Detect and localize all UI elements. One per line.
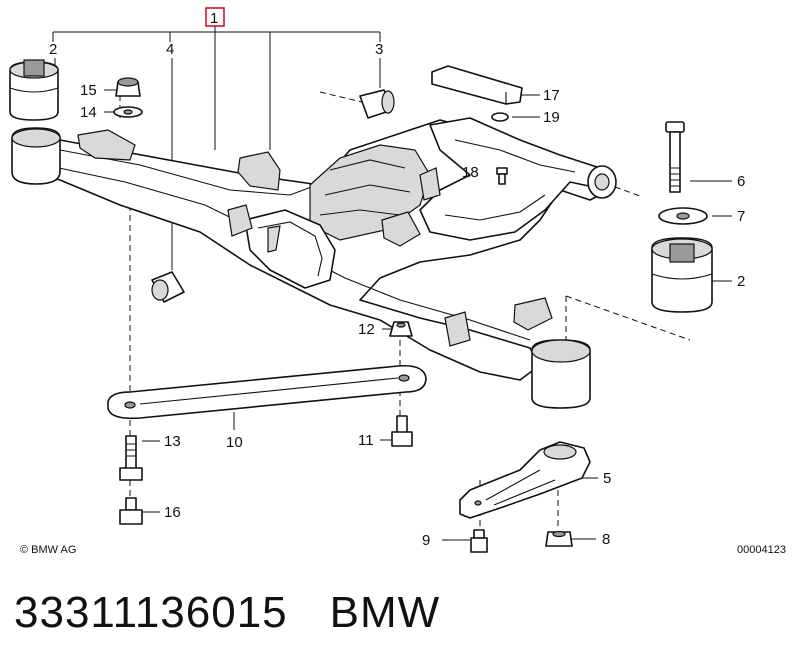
- callout-10: 10: [226, 434, 243, 451]
- callout-7: 7: [737, 208, 745, 225]
- nut-part-8: [545, 530, 573, 547]
- callout-14: 14: [80, 104, 97, 121]
- image-code: 00004123: [737, 544, 786, 556]
- callout-1: 1: [210, 10, 218, 27]
- callout-5: 5: [603, 470, 611, 487]
- bracket-part-5: [459, 441, 591, 519]
- callout-16: 16: [164, 504, 181, 521]
- washer-part-7: [658, 207, 708, 225]
- brand-name: BMW: [329, 588, 441, 637]
- callout-19: 19: [543, 109, 560, 126]
- callout-9: 9: [422, 532, 430, 549]
- rear-axle-carrier: [11, 117, 617, 409]
- washer-part-19: [491, 112, 509, 122]
- rubber-mount-right: [651, 237, 713, 313]
- bolt-part-18: [496, 167, 508, 185]
- callout-8: 8: [602, 531, 610, 548]
- callout-11: 11: [358, 432, 374, 449]
- bolt-part-13: [119, 435, 143, 481]
- callout-4: 4: [166, 41, 174, 58]
- callout-15: 15: [80, 82, 97, 99]
- nut-part-16: [119, 497, 143, 525]
- nut-part-12: [389, 321, 413, 337]
- callout-1-box: [205, 7, 225, 27]
- bolt-part-6: [665, 121, 685, 193]
- washer-part-14: [113, 106, 143, 118]
- bolt-part-11: [391, 415, 413, 447]
- leader-lines: [52, 26, 732, 541]
- callout-labels: 1 2 2 3 4 5 6 7 8 9 10 11 12 13 14 15 16…: [20, 7, 786, 556]
- callout-12: 12: [358, 321, 375, 338]
- bush-part-4: [151, 271, 185, 303]
- tension-strut-part-10: [107, 364, 427, 420]
- callout-2-right: 2: [737, 273, 745, 290]
- callout-17: 17: [543, 87, 560, 104]
- callout-18: 18: [462, 164, 479, 181]
- exploded-parts-diagram: 1 2 2 3 4 5 6 7 8 9 10 11 12 13 14 15 16…: [9, 7, 786, 556]
- copyright-text: © BMW AG: [20, 544, 76, 556]
- callout-2-left: 2: [49, 41, 57, 58]
- part-caption: 33311136015 BMW: [14, 588, 482, 638]
- nut-part-15: [115, 77, 141, 97]
- part-number: 33311136015: [14, 588, 288, 637]
- bush-part-3: [359, 89, 395, 119]
- callout-6: 6: [737, 173, 745, 190]
- callout-13: 13: [164, 433, 181, 450]
- callout-3: 3: [375, 41, 383, 58]
- bolt-part-9: [470, 529, 488, 553]
- rubber-mount-left: [9, 59, 59, 121]
- plate-part-17: [431, 65, 523, 105]
